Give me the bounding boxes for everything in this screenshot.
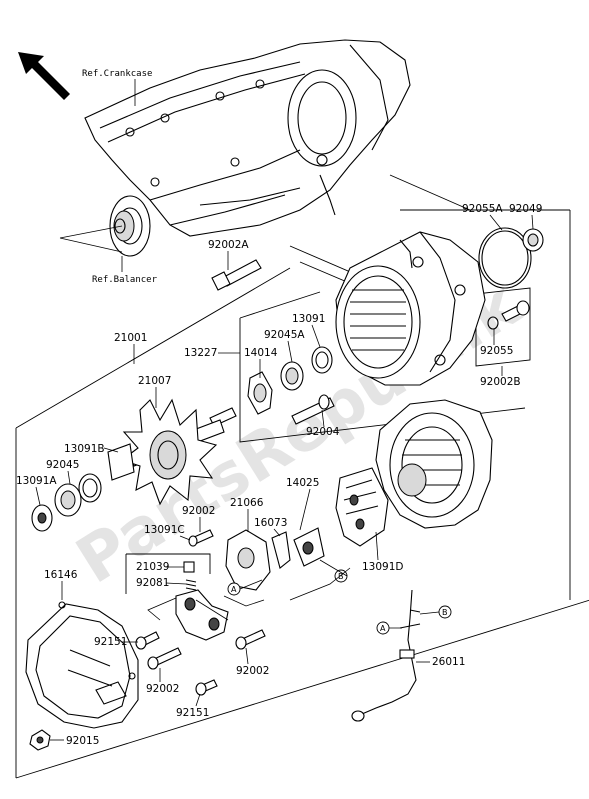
label-92151-upper: 92151	[94, 636, 127, 648]
svg-text:B: B	[338, 572, 344, 581]
o-ring-large	[478, 227, 532, 289]
stud-92004	[291, 394, 335, 425]
alternator-housing	[335, 231, 486, 386]
rotor-assembly	[107, 398, 237, 506]
bolt-92002a	[211, 259, 262, 291]
label-92055: 92055	[480, 345, 513, 357]
ref-crankcase-label: Ref.Crankcase	[82, 69, 152, 79]
ref-balancer-label: Ref.Balancer	[92, 275, 158, 285]
label-92004: 92004	[306, 426, 340, 438]
label-14025: 14025	[286, 477, 319, 489]
label-92002-left: 92002	[146, 683, 179, 695]
oil-seal	[522, 228, 544, 252]
brush-holder	[335, 467, 389, 547]
front-arrow-icon	[18, 52, 70, 100]
label-92045: 92045	[46, 459, 79, 471]
label-13091B: 13091B	[64, 443, 105, 455]
small-parts-frame	[125, 553, 211, 594]
wire-lead	[351, 589, 421, 722]
label-92002A: 92002A	[208, 239, 249, 251]
callout-a-upper: A	[227, 582, 241, 596]
assembly-frame	[15, 209, 589, 779]
label-92002-right: 92002	[236, 665, 269, 677]
brush-bracket	[175, 589, 229, 641]
screw-92151-b	[195, 679, 218, 696]
screw-92002-b	[235, 629, 266, 650]
label-13091C: 13091C	[144, 524, 185, 536]
label-92049: 92049	[509, 203, 542, 215]
label-21039: 21039	[136, 561, 169, 573]
label-13227: 13227	[184, 347, 217, 359]
label-21007: 21007	[138, 375, 171, 387]
label-14014: 14014	[244, 347, 278, 359]
rear-cover	[375, 399, 493, 529]
alternator-cover	[25, 601, 139, 729]
label-13091: 13091	[292, 313, 325, 325]
svg-text:A: A	[231, 585, 237, 594]
brush-21039	[183, 561, 195, 573]
label-16073: 16073	[254, 517, 287, 529]
label-13091A: 13091A	[16, 475, 57, 487]
svg-text:A: A	[380, 624, 386, 633]
label-92015: 92015	[66, 735, 99, 747]
spring-92081	[185, 579, 197, 591]
screw-92151-a	[135, 631, 160, 650]
label-16146: 16146	[44, 569, 78, 581]
crankcase-outline	[84, 39, 411, 237]
callout-a-lower: A	[376, 621, 390, 635]
bearing-92045a	[280, 361, 304, 391]
bolt-detail-frame	[475, 287, 531, 367]
bearing-plate	[247, 371, 273, 415]
label-92002-upper: 92002	[182, 505, 215, 517]
screw-92002-a	[147, 647, 182, 670]
balancer-gear	[109, 195, 151, 257]
collar-13091	[311, 346, 333, 374]
bearing-92045	[31, 473, 102, 532]
label-92055A: 92055A	[462, 203, 503, 215]
bolt-92002b	[487, 300, 530, 330]
screw-92002-c	[188, 529, 214, 547]
nut-92015	[29, 729, 51, 751]
label-13091D: 13091D	[362, 561, 404, 573]
label-21066: 21066	[230, 497, 264, 509]
svg-text:B: B	[442, 608, 448, 617]
label-26011: 26011	[432, 656, 465, 668]
label-92002B: 92002B	[480, 376, 521, 388]
regulator-assembly	[225, 527, 325, 591]
label-92151-lower: 92151	[176, 707, 209, 719]
callout-b-lower: B	[438, 605, 452, 619]
label-92045A: 92045A	[264, 329, 305, 341]
label-21001: 21001	[114, 332, 147, 344]
label-92081: 92081	[136, 577, 169, 589]
